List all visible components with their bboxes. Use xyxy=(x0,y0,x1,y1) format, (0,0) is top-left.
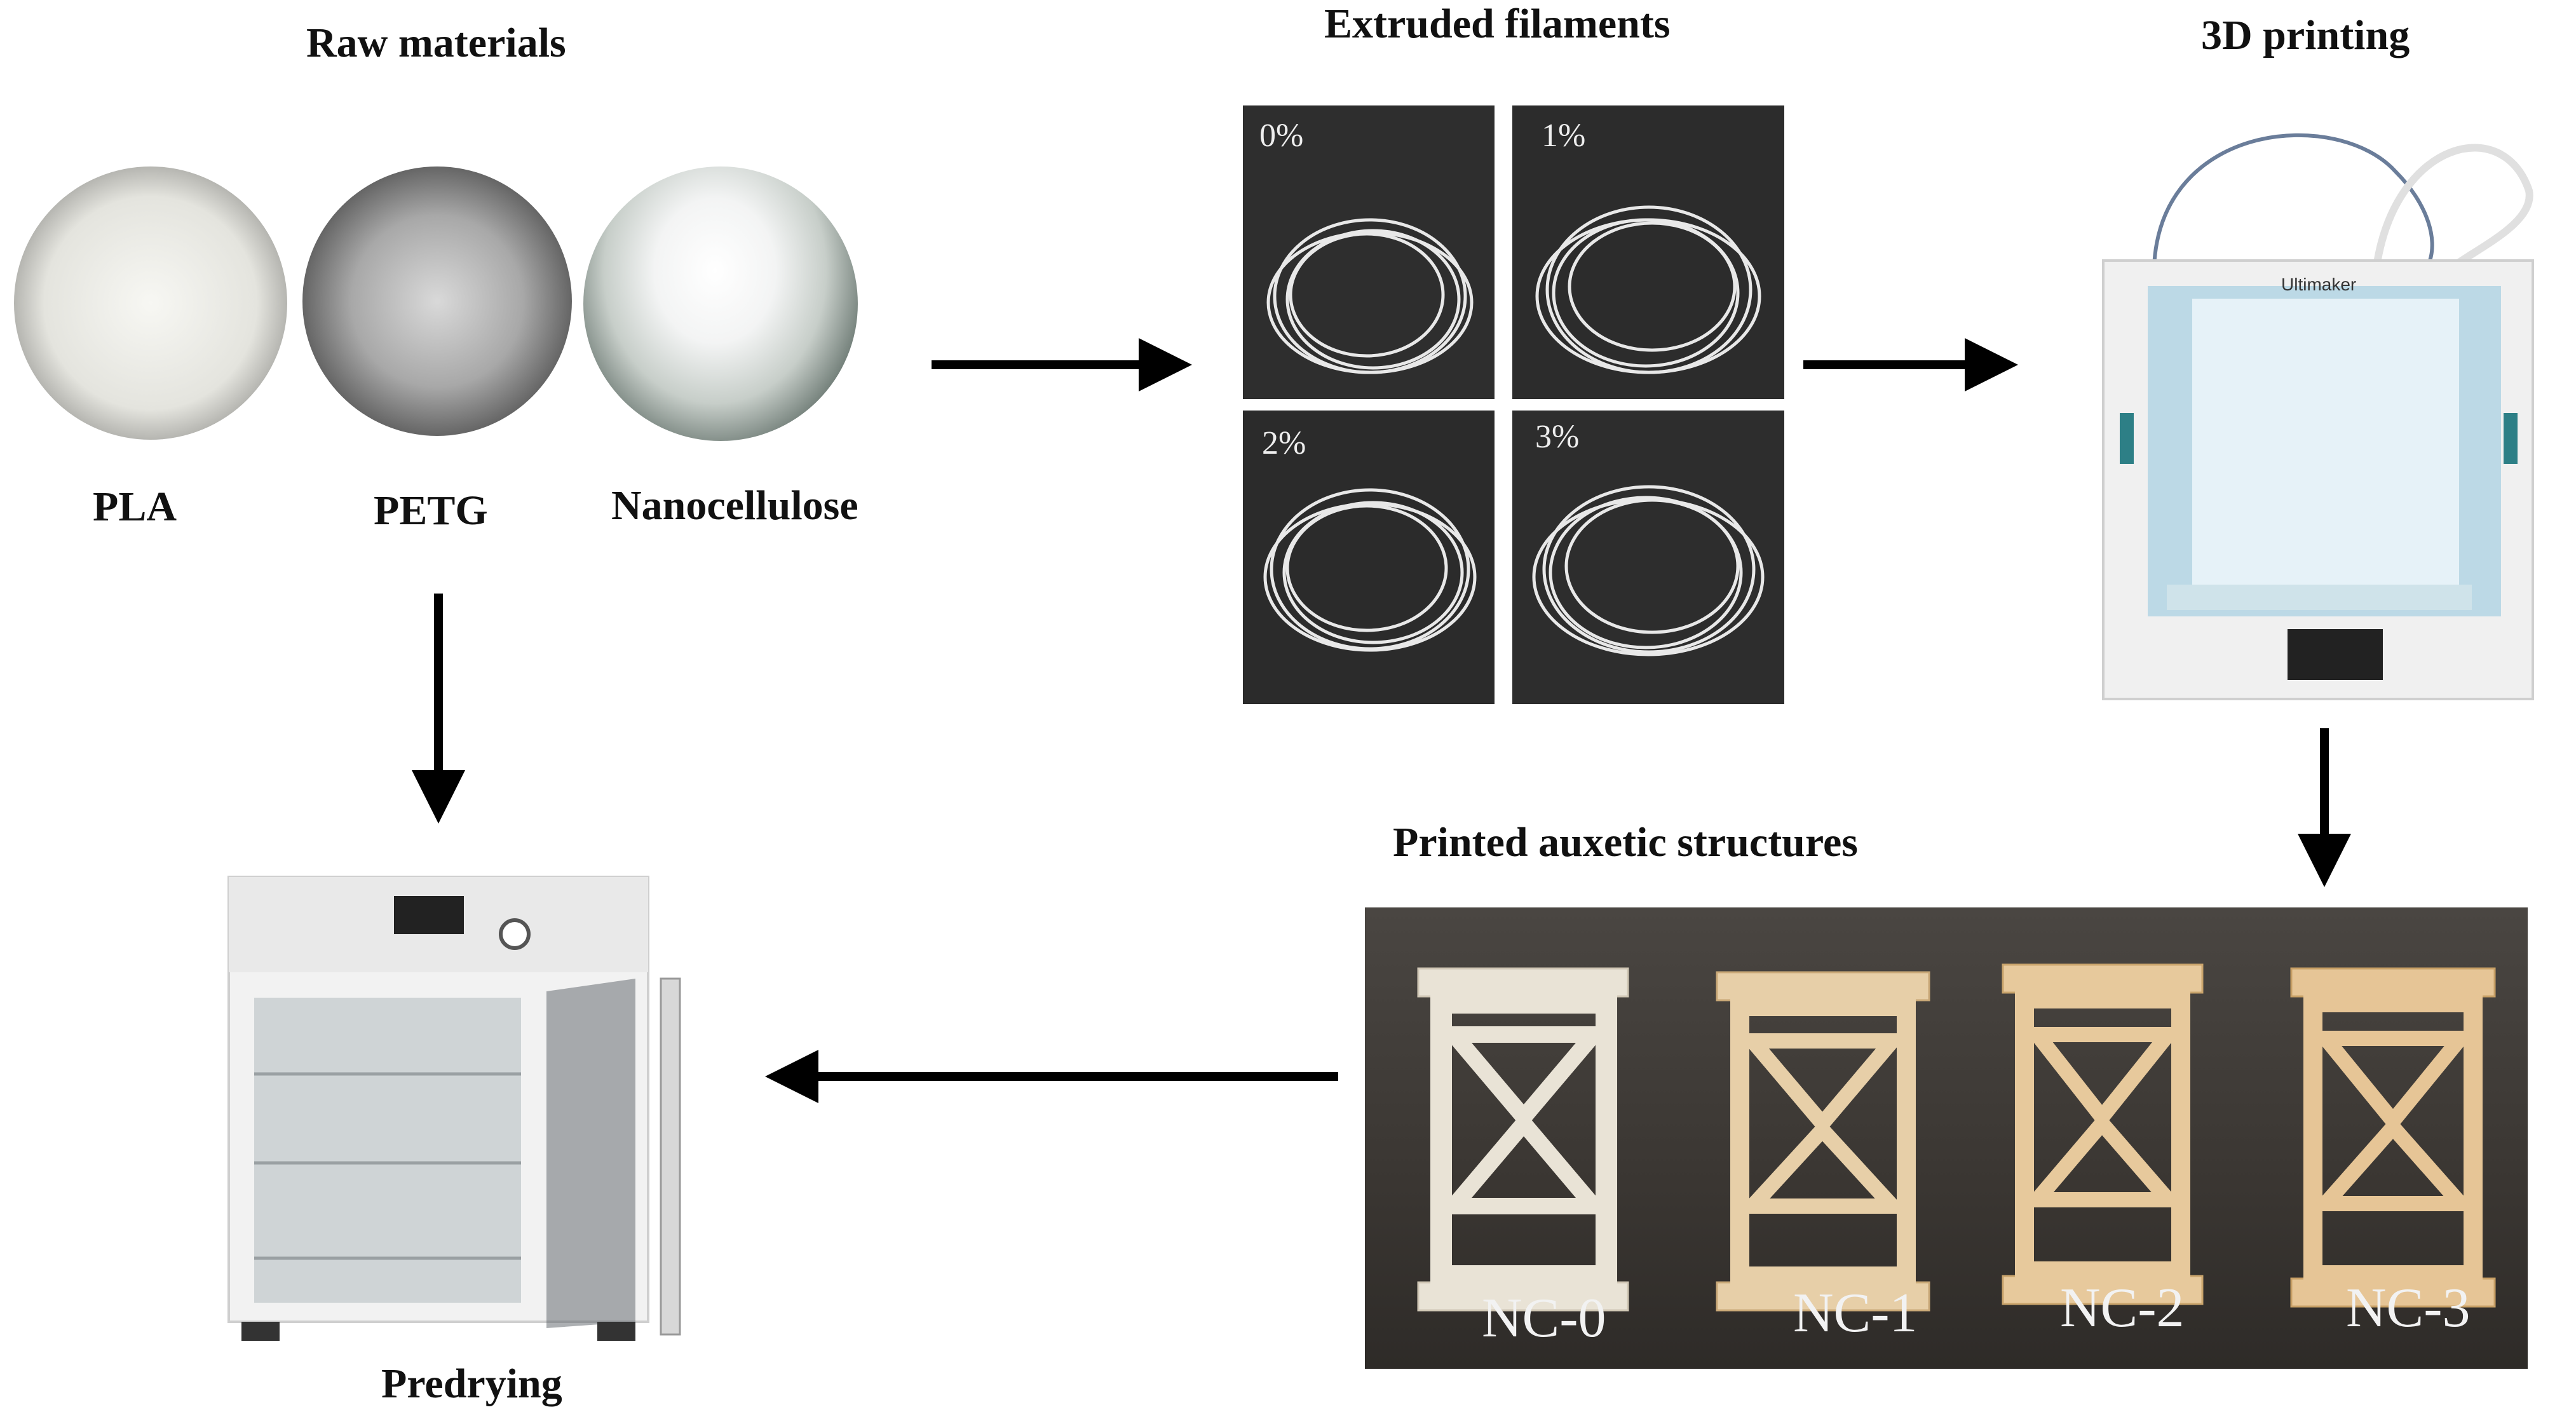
filament-coil-2 xyxy=(1263,488,1477,652)
printed-structures-title: Printed auxetic structures xyxy=(1393,819,1858,866)
material-label-petg: PETG xyxy=(374,487,488,534)
filament-percentage: 2% xyxy=(1262,425,1306,461)
filament-photo-0: 0% xyxy=(1243,105,1495,399)
filament-coil-3 xyxy=(1532,485,1765,656)
filament-photo-1: 1% xyxy=(1512,105,1784,399)
extruded-filaments-title: Extruded filaments xyxy=(1324,1,1671,47)
sample-label-nc-3: NC-3 xyxy=(2346,1277,2471,1339)
printing-title: 3D printing xyxy=(2201,12,2410,58)
filament-coil-0 xyxy=(1266,218,1474,374)
filament-percentage: 0% xyxy=(1259,118,1304,154)
printer-photo: Ultimaker xyxy=(2097,95,2539,705)
sample-label-nc-2: NC-2 xyxy=(2060,1277,2185,1339)
pla-bowl xyxy=(14,166,287,440)
petg-bowl xyxy=(302,166,572,436)
printer-illustration xyxy=(2102,133,2534,700)
auxetic-lattices xyxy=(1417,963,2496,1312)
oven-illustration xyxy=(227,876,681,1341)
filament-coil-1 xyxy=(1535,205,1761,374)
sample-label-nc-1: NC-1 xyxy=(1793,1282,1918,1344)
auxetic-structures-photo: NC-0 NC-1 NC-2 NC-3 xyxy=(1365,907,2528,1369)
material-label-nanocellulose: Nanocellulose xyxy=(611,482,858,529)
sample-label-nc-0: NC-0 xyxy=(1482,1287,1606,1349)
filament-percentage: 1% xyxy=(1542,118,1586,154)
filament-photo-3: 3% xyxy=(1512,411,1784,704)
raw-materials-title: Raw materials xyxy=(306,20,566,66)
material-label-pla: PLA xyxy=(93,484,177,530)
printer-brand: Ultimaker xyxy=(2281,275,2357,294)
filament-photo-2: 2% xyxy=(1243,411,1495,704)
predrying-label: Predrying xyxy=(381,1361,562,1407)
oven-photo xyxy=(216,864,724,1373)
nanocellulose-bowl xyxy=(583,166,858,441)
filament-percentage: 3% xyxy=(1535,419,1580,455)
